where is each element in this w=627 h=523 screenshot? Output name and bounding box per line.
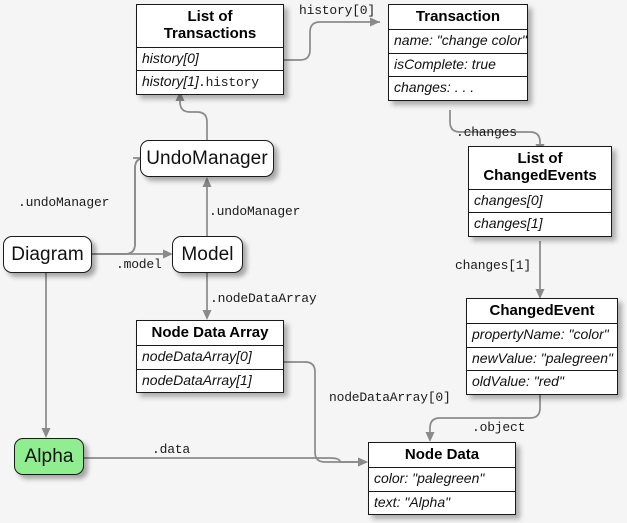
link-label-undomanager-diagram: .undoManager xyxy=(18,195,110,210)
changed-event-header: ChangedEvent xyxy=(467,299,617,325)
model-node[interactable]: Model xyxy=(172,236,243,273)
list-of-transactions-header-line1: List of xyxy=(187,8,233,25)
node-data-array-table[interactable]: Node Data Array nodeDataArray[0] nodeDat… xyxy=(136,320,284,394)
list-of-changed-events-header-line1: List of xyxy=(517,150,563,167)
node-data-header: Node Data xyxy=(369,443,515,469)
table-row[interactable]: nodeDataArray[1] xyxy=(142,371,252,388)
table-row[interactable]: nodeDataArray[0] xyxy=(137,346,283,370)
link-label-changes: .changes xyxy=(456,125,517,140)
table-row[interactable]: isComplete: true xyxy=(389,54,527,78)
undo-manager-node[interactable]: UndoManager xyxy=(140,140,274,177)
table-row[interactable]: changes[1] xyxy=(474,215,543,232)
list-of-changed-events-header-line2: ChangedEvents xyxy=(483,167,597,185)
link-label-nodedataarray-0: nodeDataArray[0] xyxy=(329,390,451,405)
undo-manager-label: UndoManager xyxy=(146,147,268,169)
link-label-history-0: history[0] xyxy=(299,3,376,18)
node-data-array-header: Node Data Array xyxy=(137,321,283,347)
list-of-transactions-header: List of Transactions xyxy=(137,5,283,48)
link-label-changes-1: changes[1] xyxy=(455,258,532,273)
transaction-header: Transaction xyxy=(389,5,527,31)
link-label-nodedataarray: .nodeDataArray xyxy=(210,291,317,306)
link-label-object: .object xyxy=(472,420,526,435)
table-row[interactable]: changes[0] xyxy=(469,190,611,214)
table-row[interactable]: oldValue: "red" xyxy=(472,373,564,390)
node-data-table[interactable]: Node Data color: "palegreen" text: "Alph… xyxy=(368,442,516,516)
list-of-transactions-header-line2: Transactions xyxy=(163,25,257,43)
table-row[interactable]: propertyName: "color" xyxy=(467,324,617,348)
alpha-node-label: Alpha xyxy=(24,445,74,467)
diagram-node[interactable]: Diagram xyxy=(3,236,92,273)
transaction-table[interactable]: Transaction name: "change color" isCompl… xyxy=(388,4,528,101)
table-row[interactable]: color: "palegreen" xyxy=(369,468,515,492)
list-of-transactions-table[interactable]: List of Transactions history[0] history[… xyxy=(136,4,284,95)
table-row[interactable]: text: "Alpha" xyxy=(374,493,451,510)
diagram-node-label: Diagram xyxy=(11,243,84,265)
changed-event-table[interactable]: ChangedEvent propertyName: "color" newVa… xyxy=(466,298,618,395)
table-row[interactable]: history[0] xyxy=(137,48,283,72)
link-label-undomanager-model: .undoManager xyxy=(209,204,301,219)
alpha-node[interactable]: Alpha xyxy=(14,438,84,475)
table-row[interactable]: name: "change color" xyxy=(389,30,527,54)
link-label-history: .history xyxy=(198,75,259,90)
link-label-data: .data xyxy=(152,442,191,457)
model-node-label: Model xyxy=(181,243,234,265)
table-row[interactable]: history[1] xyxy=(142,73,199,90)
table-row[interactable]: changes: . . . xyxy=(394,79,475,96)
list-of-changed-events-table[interactable]: List of ChangedEvents changes[0] changes… xyxy=(468,146,612,237)
list-of-changed-events-header: List of ChangedEvents xyxy=(469,147,611,190)
table-row[interactable]: newValue: "palegreen" xyxy=(467,348,617,372)
link-label-model: .model xyxy=(116,257,162,272)
